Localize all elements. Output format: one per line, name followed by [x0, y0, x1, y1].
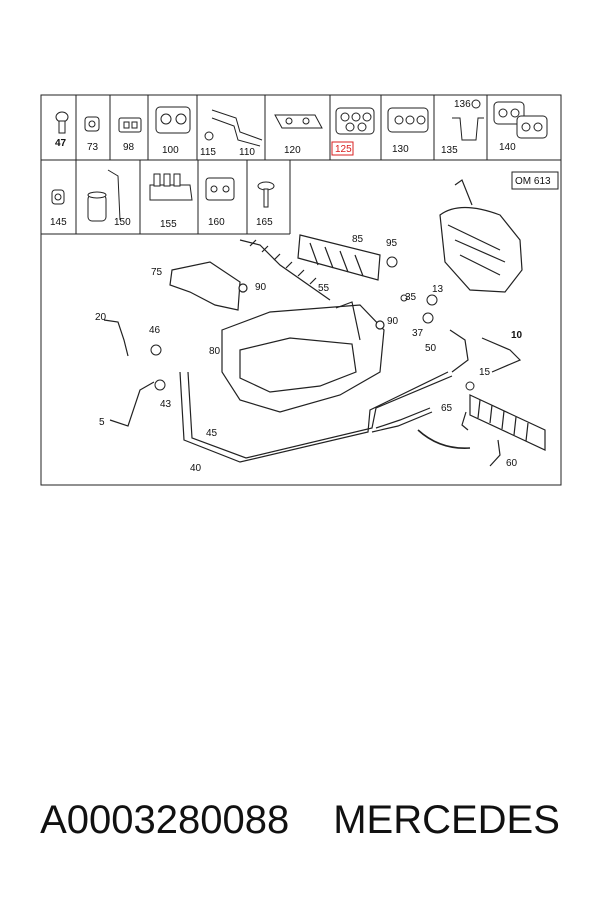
callout-40: 40 [190, 463, 202, 474]
part-label-73: 73 [87, 142, 99, 153]
brand-name: MERCEDES [333, 798, 560, 842]
triple-clip-icon [387, 107, 429, 133]
fuel-tank-icon [439, 179, 523, 293]
part-label-120: 120 [284, 145, 301, 156]
part-label-145: 145 [50, 217, 67, 228]
callout-65: 65 [441, 403, 453, 414]
callout-43: 43 [160, 399, 172, 410]
part-label-150: 150 [114, 217, 131, 228]
callout-75: 75 [151, 267, 163, 278]
callout-15: 15 [479, 367, 491, 378]
block-clip-icon [205, 177, 235, 201]
part-label-160: 160 [208, 217, 225, 228]
nut-icon [51, 189, 65, 205]
clip-icon [84, 116, 100, 132]
highlight-box [331, 141, 354, 156]
part-label-136: 136 [454, 99, 471, 110]
part-label-135: 135 [441, 145, 458, 156]
spring-pipe-icon [239, 239, 331, 301]
callout-10: 10 [511, 330, 523, 341]
engine-label: OM 613 [515, 176, 551, 187]
callout-50: 50 [425, 343, 437, 354]
clamp-icon [150, 294, 475, 391]
callout-90b: 90 [387, 316, 399, 327]
double-clip-icon [155, 106, 191, 134]
part-label-125: 125 [335, 144, 352, 155]
part-label-165: 165 [256, 217, 273, 228]
heat-shield-icon [297, 234, 381, 281]
callout-80: 80 [209, 346, 221, 357]
callout-85: 85 [352, 234, 364, 245]
screw-icon [257, 181, 275, 208]
engine-label-box [511, 171, 559, 190]
callout-90: 90 [255, 282, 267, 293]
part-label-47: 47 [55, 138, 67, 149]
part-label-98: 98 [123, 142, 135, 153]
part-label-115: 115 [200, 147, 216, 158]
callout-35: 35 [405, 292, 417, 303]
callout-95: 95 [386, 238, 398, 249]
holder-icon [118, 117, 142, 133]
part-label-110: 110 [239, 147, 255, 158]
mount-bracket-icon [169, 261, 248, 311]
comb-clip-icon [149, 173, 193, 201]
callout-60: 60 [506, 458, 518, 469]
part-label-130: 130 [392, 144, 409, 155]
hose-icon [103, 319, 501, 467]
part-number: A0003280088 [40, 798, 290, 842]
quad-clip-icon [493, 101, 548, 139]
underbody-pan-icon [221, 301, 385, 413]
sleeve-icon [87, 169, 121, 222]
callout-37: 37 [412, 328, 424, 339]
callout-5: 5 [99, 417, 105, 428]
pipe-clamp-icon [274, 114, 323, 129]
callout-13: 13 [432, 284, 444, 295]
grommet-icon [386, 256, 398, 268]
bolt-icon [55, 111, 69, 134]
diagram-frame [40, 94, 562, 486]
part-label-140: 140 [499, 142, 516, 153]
callout-45: 45 [206, 428, 218, 439]
part-label-100: 100 [162, 145, 179, 156]
parts-grid [41, 95, 561, 235]
part-label-155: 155 [160, 219, 177, 230]
callout-20: 20 [95, 312, 107, 323]
bracket-icon [204, 109, 263, 147]
return-pipe-icon [469, 394, 546, 451]
callout-55: 55 [318, 283, 330, 294]
fuel-lines-icon [179, 329, 522, 463]
part-caption: A0003280088 MERCEDES [0, 798, 600, 843]
callout-46: 46 [149, 325, 161, 336]
u-bracket-icon [452, 99, 484, 141]
multi-clip-icon [335, 107, 375, 135]
